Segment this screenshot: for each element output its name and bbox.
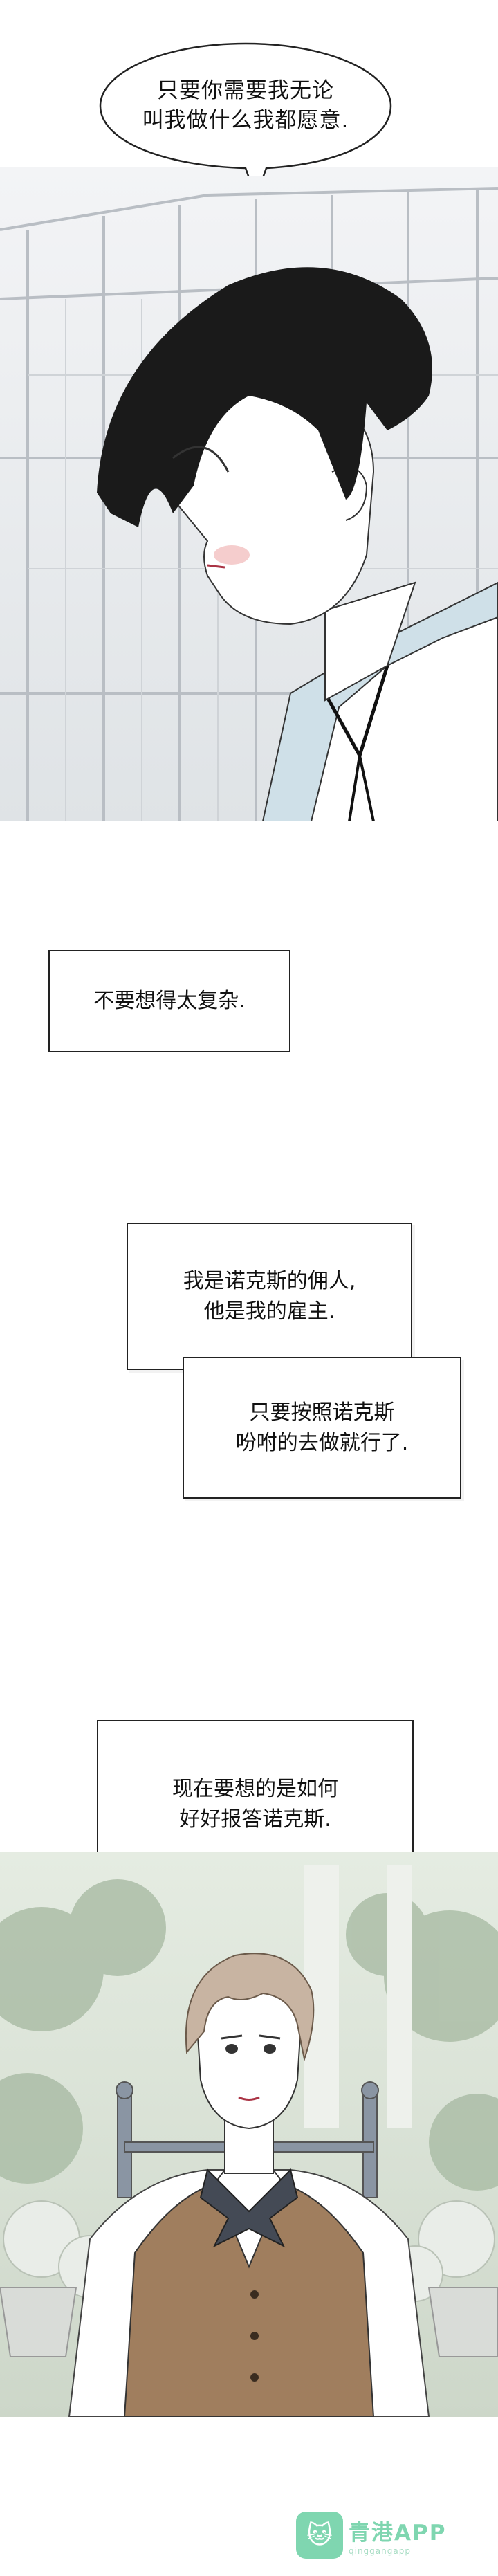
- speech-bubble-shape: [99, 42, 392, 176]
- speech-bubble-text: 只要你需要我无论 叫我做什么我都愿意.: [142, 78, 349, 133]
- panel-2-artwork: [0, 1852, 498, 2417]
- watermark-subtitle: qinggangapp: [349, 2546, 411, 2556]
- watermark-text: 青港APP qinggangapp: [349, 2515, 446, 2556]
- caption-box-1: 不要想得太复杂.: [48, 950, 290, 1052]
- caption-box-2: 我是诺克斯的佣人, 他是我的雇主.: [127, 1223, 412, 1370]
- speech-bubble: 只要你需要我无论 叫我做什么我都愿意.: [93, 38, 398, 176]
- caption-box-3: 只要按照诺克斯 吩咐的去做就行了.: [183, 1357, 461, 1499]
- watermark-title: 青港APP: [349, 2520, 447, 2546]
- panel-1-artwork: [0, 167, 498, 821]
- cat-logo-icon: 🐱: [296, 2512, 343, 2559]
- comic-panel-2: [0, 1852, 498, 2417]
- app-watermark: 🐱 青港APP qinggangapp: [296, 2510, 479, 2560]
- comic-panel-1: [0, 167, 498, 821]
